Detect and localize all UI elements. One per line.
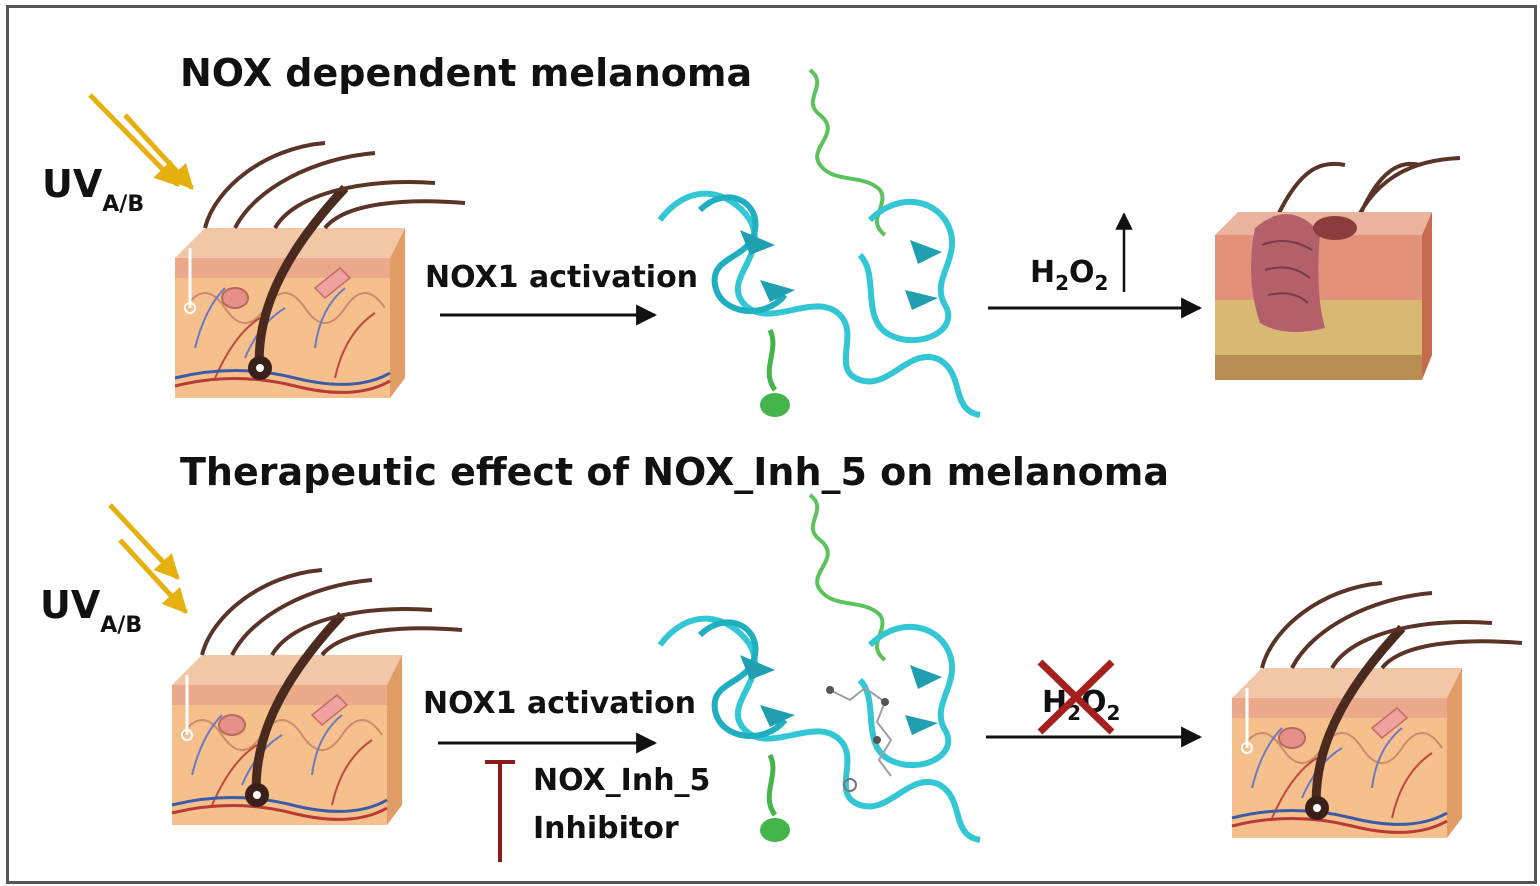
uv-label-bottom-main: UV — [40, 583, 101, 627]
bottom-h2o2-sub2: 2 — [1107, 701, 1121, 725]
bottom-panel-title: Therapeutic effect of NOX_Inh_5 on melan… — [180, 450, 1169, 494]
top-h2o2-label: H2O2 — [1030, 255, 1108, 295]
bound-inhibitor-icon — [826, 686, 893, 792]
inhibitor-role-label: Inhibitor — [533, 811, 679, 846]
treated-skin-icon-right — [1232, 583, 1522, 838]
uv-rays-icon-bottom — [108, 503, 188, 614]
top-step-nox1-label: NOX1 activation — [425, 260, 698, 295]
melanoma-skin-icon — [1215, 156, 1461, 380]
nox1-protein-icon — [660, 70, 980, 417]
top-h2o2-sub1: 2 — [1055, 271, 1069, 295]
uv-rays-icon — [88, 93, 194, 190]
healthy-skin-icon — [175, 143, 465, 398]
top-h2o2-mid: O — [1069, 255, 1095, 290]
uv-label: UVA/B — [42, 162, 144, 217]
uv-label-sub: A/B — [102, 192, 144, 217]
top-h2o2-main: H — [1030, 255, 1055, 290]
bottom-step-nox1-label: NOX1 activation — [423, 686, 696, 721]
blocked-cross-icon — [1037, 659, 1115, 735]
uv-label-main: UV — [42, 162, 103, 206]
inhibition-bar-icon — [485, 760, 515, 862]
top-h2o2-sub2: 2 — [1095, 271, 1109, 295]
uv-label-bottom-sub: A/B — [100, 613, 142, 638]
top-panel-title: NOX dependent melanoma — [180, 51, 752, 95]
inhibitor-name-label: NOX_Inh_5 — [533, 763, 710, 798]
treated-skin-icon-left — [172, 570, 462, 825]
uv-label-bottom: UVA/B — [40, 583, 142, 638]
